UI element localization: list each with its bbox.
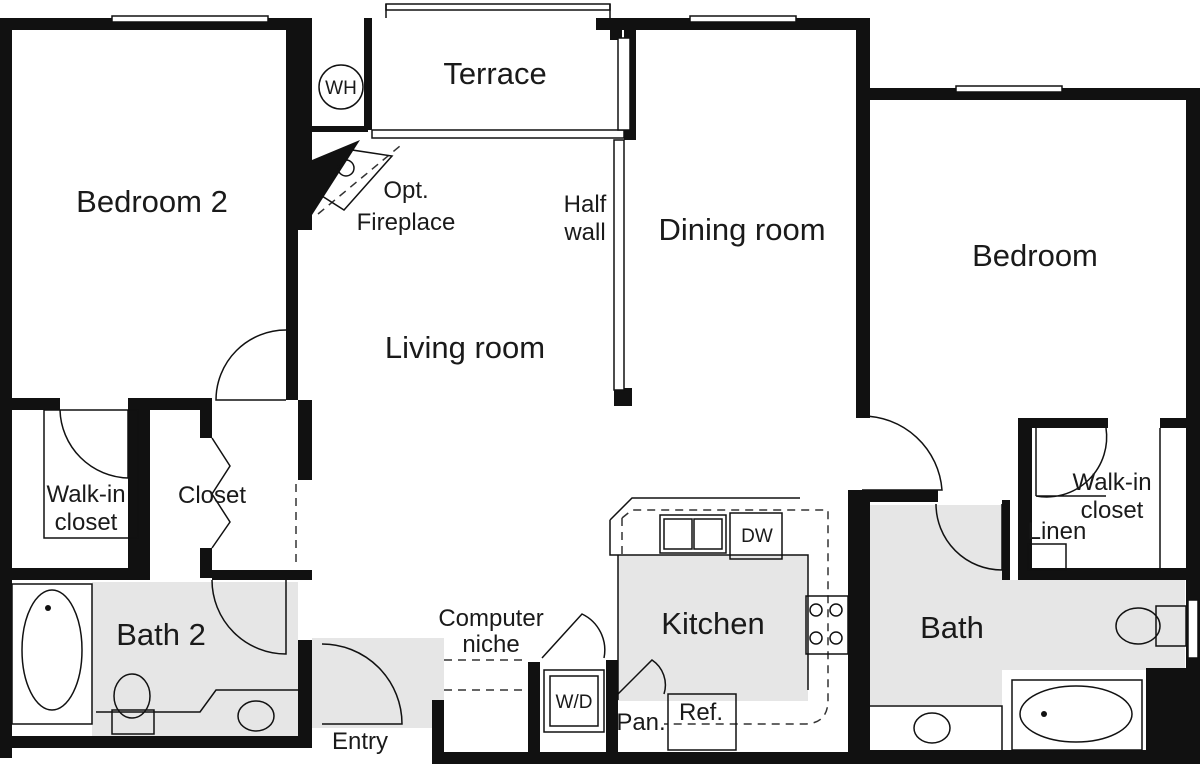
label-wh: WH [325, 78, 357, 99]
tiled-floors [92, 505, 1185, 736]
refrigerator-icon [667, 693, 737, 751]
room-label-bath: Bath [920, 610, 984, 645]
bathtub-bath-icon [1019, 685, 1133, 743]
dishwasher-icon [729, 512, 783, 560]
room-label-living-room: Living room [385, 330, 545, 365]
hall-floor [212, 582, 298, 642]
bathtub-icon [21, 589, 83, 711]
room-label-dining-room: Dining room [658, 212, 825, 247]
labels: Terrace Bedroom 2 Dining room Bedroom Li… [46, 56, 1151, 755]
room-label-terrace: Terrace [443, 56, 546, 91]
kitchen-floor [618, 555, 808, 701]
windows [111, 3, 1199, 659]
label-walkin-right-line1: Walk-in [1072, 469, 1151, 496]
label-wd: W/D [556, 692, 593, 713]
label-walkin-right-line2: closet [1081, 497, 1144, 524]
washer-dryer-icon [543, 669, 605, 733]
label-linen: Linen [1028, 518, 1087, 545]
label-computer-niche-line1: Computer [438, 605, 543, 632]
sink-icon [659, 514, 727, 554]
label-computer-niche-line2: niche [462, 631, 519, 658]
label-ref: Ref. [679, 699, 723, 726]
room-label-bath-2: Bath 2 [116, 617, 206, 652]
label-fireplace-line1: Opt. [383, 177, 428, 204]
label-half-wall-line1: Half [564, 191, 607, 218]
stove-icon [805, 595, 849, 655]
label-entry: Entry [332, 728, 388, 755]
bath-floor [870, 505, 1002, 705]
bath-vanity-floor [1002, 580, 1185, 670]
entry-floor [312, 638, 444, 728]
kitchen-fixtures [543, 497, 849, 751]
label-pantry: Pan. [616, 709, 665, 736]
label-walkin-left-line1: Walk-in [46, 481, 125, 508]
toilet-icon [113, 673, 151, 719]
water-heater-icon [318, 64, 364, 110]
doors [59, 329, 1108, 725]
label-fireplace-line2: Fireplace [357, 209, 456, 236]
room-label-bedroom: Bedroom [972, 238, 1098, 273]
room-label-kitchen: Kitchen [661, 606, 764, 641]
label-half-wall-line2: wall [563, 219, 605, 246]
walls [0, 18, 1200, 764]
fireplace-icon [320, 149, 394, 211]
label-dw: DW [741, 526, 773, 547]
bath-fixtures [11, 409, 1187, 751]
room-label-bedroom-2: Bedroom 2 [76, 184, 228, 219]
toilet-bath-icon [1115, 607, 1161, 645]
label-walkin-left-line2: closet [55, 509, 118, 536]
sink-bath2-icon [237, 700, 275, 732]
half-wall [613, 139, 625, 391]
room-label-closet: Closet [178, 482, 246, 509]
closet-bifold-door [211, 437, 231, 549]
sink-bath-icon [913, 712, 951, 744]
